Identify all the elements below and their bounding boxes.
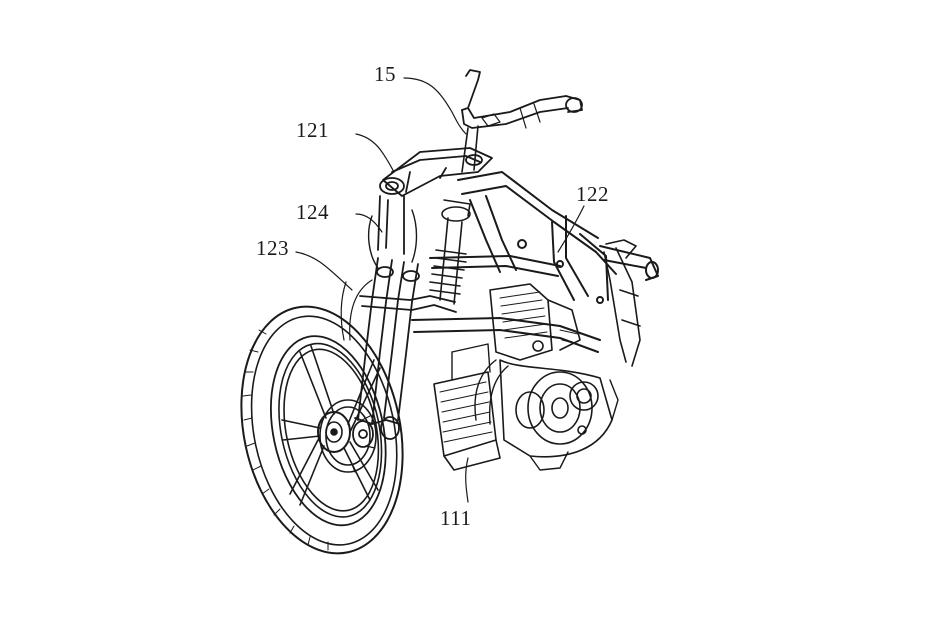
- front-wheel: [240, 305, 404, 555]
- leader-121: [355, 133, 395, 173]
- label-front-fork: 123: [256, 236, 289, 260]
- steering-stem: [367, 195, 418, 269]
- handlebar: [461, 69, 583, 173]
- shock-absorber: [429, 199, 471, 305]
- frame: [411, 171, 659, 353]
- leader-111: [465, 457, 469, 503]
- label-engine: 111: [440, 506, 472, 530]
- radiator: [433, 343, 501, 471]
- leader-15: [403, 77, 467, 135]
- leader-lines: [295, 77, 585, 503]
- leader-123: [295, 251, 353, 291]
- label-steering-stem: 124: [296, 200, 329, 224]
- leader-122: [557, 205, 585, 253]
- label-frame-rail: 122: [576, 182, 609, 206]
- label-handlebar: 15: [374, 62, 396, 86]
- upper-triple-clamp: [379, 147, 493, 197]
- engine: [474, 283, 619, 471]
- label-upper-triple-clamp: 121: [296, 118, 329, 142]
- leader-124: [355, 213, 383, 233]
- front-fork-outline: [352, 257, 457, 448]
- rear-section: [603, 239, 641, 367]
